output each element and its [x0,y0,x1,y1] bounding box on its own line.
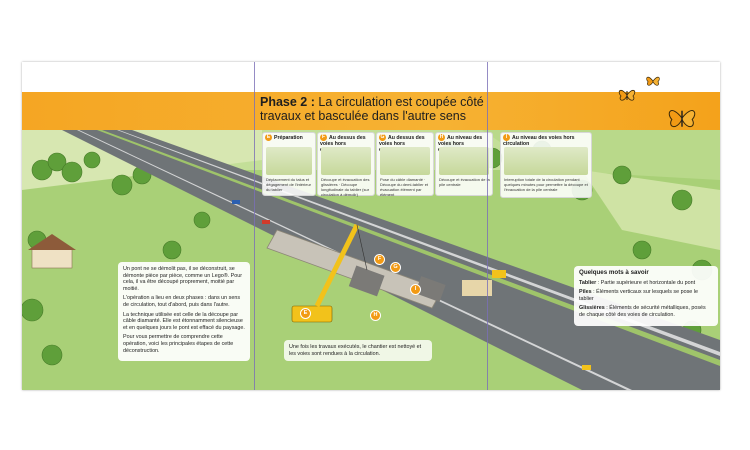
glossary-item: Tablier : Partie supérieure et horizonta… [579,279,696,286]
page-title: Phase 2 : La circulation est coupée côté… [260,95,560,123]
brochure-spread: Phase 2 : La circulation est coupée côté… [22,62,720,390]
step-badge: F [320,134,327,141]
title-line-2: travaux et basculée dans l'autre sens [260,109,466,123]
glossary-item: Glissières : Éléments de sécurité métall… [579,305,706,318]
step-caption: Interruption totale de la circulation pe… [504,177,588,192]
page-fold [254,62,255,390]
butterfly-icon [618,89,636,101]
intro-paragraph: La technique utilisée est celle de la dé… [123,311,245,331]
step-badge: H [438,134,445,141]
step-caption: Déplacement du talus et dégagement de l'… [266,177,312,192]
step-thumbnail [504,147,588,175]
scene-pin: I [410,284,421,295]
step-thumbnail [380,147,430,175]
title-line-1: La circulation est coupée côté [318,95,484,109]
butterfly-icon [646,76,660,86]
step-thumbnail [321,147,371,175]
step-caption: Découpe et évacuation des glissières · D… [321,177,370,197]
step-thumbnail [439,147,489,175]
glossary-item: Piles : Éléments verticaux sur lesquels … [579,289,698,302]
glossary-box: Quelques mots à savoir Tablier : Partie … [574,266,718,326]
page-fold [487,62,488,390]
scene-pin: E [300,308,311,319]
step-panel: FAu dessus des voies hors circulation Dé… [317,132,375,197]
step-caption: Découpe et évacuation de la pile central… [439,177,490,187]
step-label: Au niveau des voies hors circulation [503,134,575,147]
step-label: Préparation [274,134,303,141]
butterfly-icon [668,110,696,128]
step-thumbnail [266,147,312,175]
step-panel: HAu niveau des voies hors circulation Dé… [435,132,493,196]
intro-textbox: Un pont ne se démolit pas, il se déconst… [118,262,250,362]
intro-paragraph: Un pont ne se démolit pas, il se déconst… [123,266,243,292]
step-badge: G [379,134,386,141]
scene-pin: G [390,262,401,273]
step-badge: E [265,134,272,141]
scene-pin: H [370,310,381,321]
step-badge: I [503,134,510,141]
step-panel: GAu dessus des voies hors circulation Po… [376,132,434,197]
intro-paragraph: L'opération a lieu en deux phases : dans… [123,295,241,308]
outro-text: Une fois les travaux exécutés, le chanti… [289,344,422,357]
outro-textbox: Une fois les travaux exécutés, le chanti… [284,340,432,362]
scene-pin: F [374,254,385,265]
glossary-title: Quelques mots à savoir [579,269,649,276]
phase-label: Phase 2 : [260,95,315,109]
step-caption: Pose du câble diamanté · Découpe du demi… [380,177,429,197]
title-band [22,92,720,130]
intro-paragraph: Pour vous permettre de comprendre cette … [123,334,234,354]
